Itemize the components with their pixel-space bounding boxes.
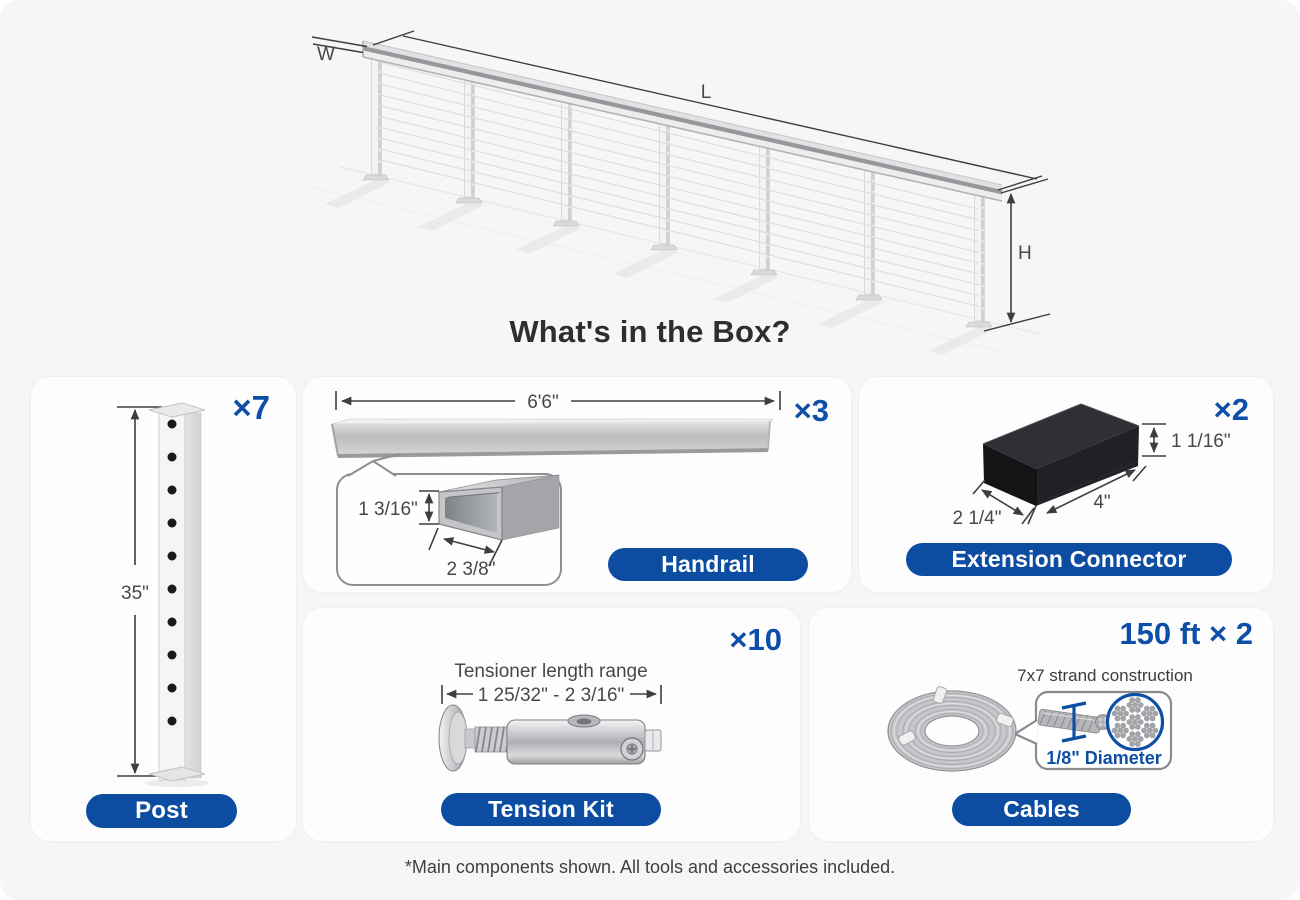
connector-length-label: 4" — [1093, 492, 1110, 513]
tensioner-range-dimension: 1 25/32" - 2 3/16" — [441, 685, 662, 706]
connector-box-graphic — [982, 403, 1140, 506]
extension-connector-illustration: 1 1/16" 4" 2 1/4" — [952, 403, 1231, 529]
handrail-profile-graphic — [438, 474, 560, 541]
handrail-length-dimension: 6'6" — [335, 391, 781, 413]
cables-illustration: 7x7 strand construction — [887, 666, 1193, 772]
cables-card: 7x7 strand construction — [808, 607, 1274, 842]
connector-height-dimension: 1 1/16" — [1142, 423, 1231, 457]
railing-posts — [362, 47, 993, 328]
railing-cables — [377, 61, 979, 307]
handrail-profile-height-label: 1 3/16" — [358, 499, 418, 520]
cable-diameter-label: 1/8" Diameter — [1046, 748, 1162, 768]
handrail-pill-label: Handrail — [608, 548, 808, 581]
height-dimension-label: H — [1018, 243, 1032, 264]
length-dimension-label: L — [701, 82, 712, 103]
handrail-bar-graphic — [331, 418, 774, 458]
tension-kit-card: Tensioner length range 1 25/32" - 2 3/16… — [302, 607, 801, 842]
cable-segment-graphic — [1037, 708, 1102, 734]
tension-kit-illustration: Tensioner length range 1 25/32" - 2 3/16… — [438, 661, 662, 772]
post-card: 35" ×7 Post — [30, 376, 297, 842]
handrail-count-badge: ×3 — [793, 393, 829, 428]
cables-count-badge: 150 ft × 2 — [1119, 616, 1253, 651]
post-height-label: 35" — [121, 583, 149, 604]
connector-length-dimension: 4" — [1027, 465, 1147, 525]
cable-diameter-marker — [1061, 701, 1087, 743]
railing-handrail — [362, 40, 1003, 202]
handrail-profile-width-label: 2 3/8" — [446, 559, 495, 580]
post-graphic — [145, 402, 209, 787]
tensioner-range-label: 1 25/32" - 2 3/16" — [478, 685, 625, 706]
page-title: What's in the Box? — [509, 314, 791, 349]
handrail-length-label: 6'6" — [527, 392, 559, 413]
tensioner-range-caption: Tensioner length range — [454, 661, 647, 682]
connector-count-badge: ×2 — [1213, 392, 1249, 427]
post-count-badge: ×7 — [232, 389, 270, 426]
connector-width-label: 2 1/4" — [952, 508, 1001, 529]
railing-hero-illustration: W L H — [299, 30, 1051, 355]
floor-shadows — [299, 166, 1041, 355]
tension-kit-count-badge: ×10 — [729, 622, 782, 657]
extension-connector-card: 1 1/16" 4" 2 1/4" ×2 Extension Connector — [858, 376, 1274, 593]
handrail-card: 6'6" — [302, 376, 852, 593]
connector-width-dimension: 2 1/4" — [952, 479, 1035, 529]
post-illustration: 35" — [117, 402, 209, 787]
handrail-illustration: 6'6" — [331, 391, 781, 586]
footnote: *Main components shown. All tools and ac… — [404, 857, 896, 877]
connector-height-label: 1 1/16" — [1171, 431, 1231, 452]
width-dimension-label: W — [317, 44, 335, 65]
cable-construction-caption: 7x7 strand construction — [1017, 666, 1193, 685]
railing-dimensions: W L H — [311, 30, 1051, 332]
post-pill-label: Post — [86, 794, 237, 828]
post-height-dimension: 35" — [117, 406, 162, 777]
cable-coil-graphic — [887, 686, 1017, 772]
tensioner-graphic — [438, 704, 662, 772]
handrail-profile-callout: 1 3/16" 2 3/8" — [336, 453, 562, 586]
cables-pill-label: Cables — [952, 793, 1131, 826]
tension-kit-pill-label: Tension Kit — [441, 793, 661, 826]
connector-pill-label: Extension Connector — [906, 543, 1232, 576]
cable-cross-section-callout: 1/8" Diameter — [1014, 690, 1173, 771]
